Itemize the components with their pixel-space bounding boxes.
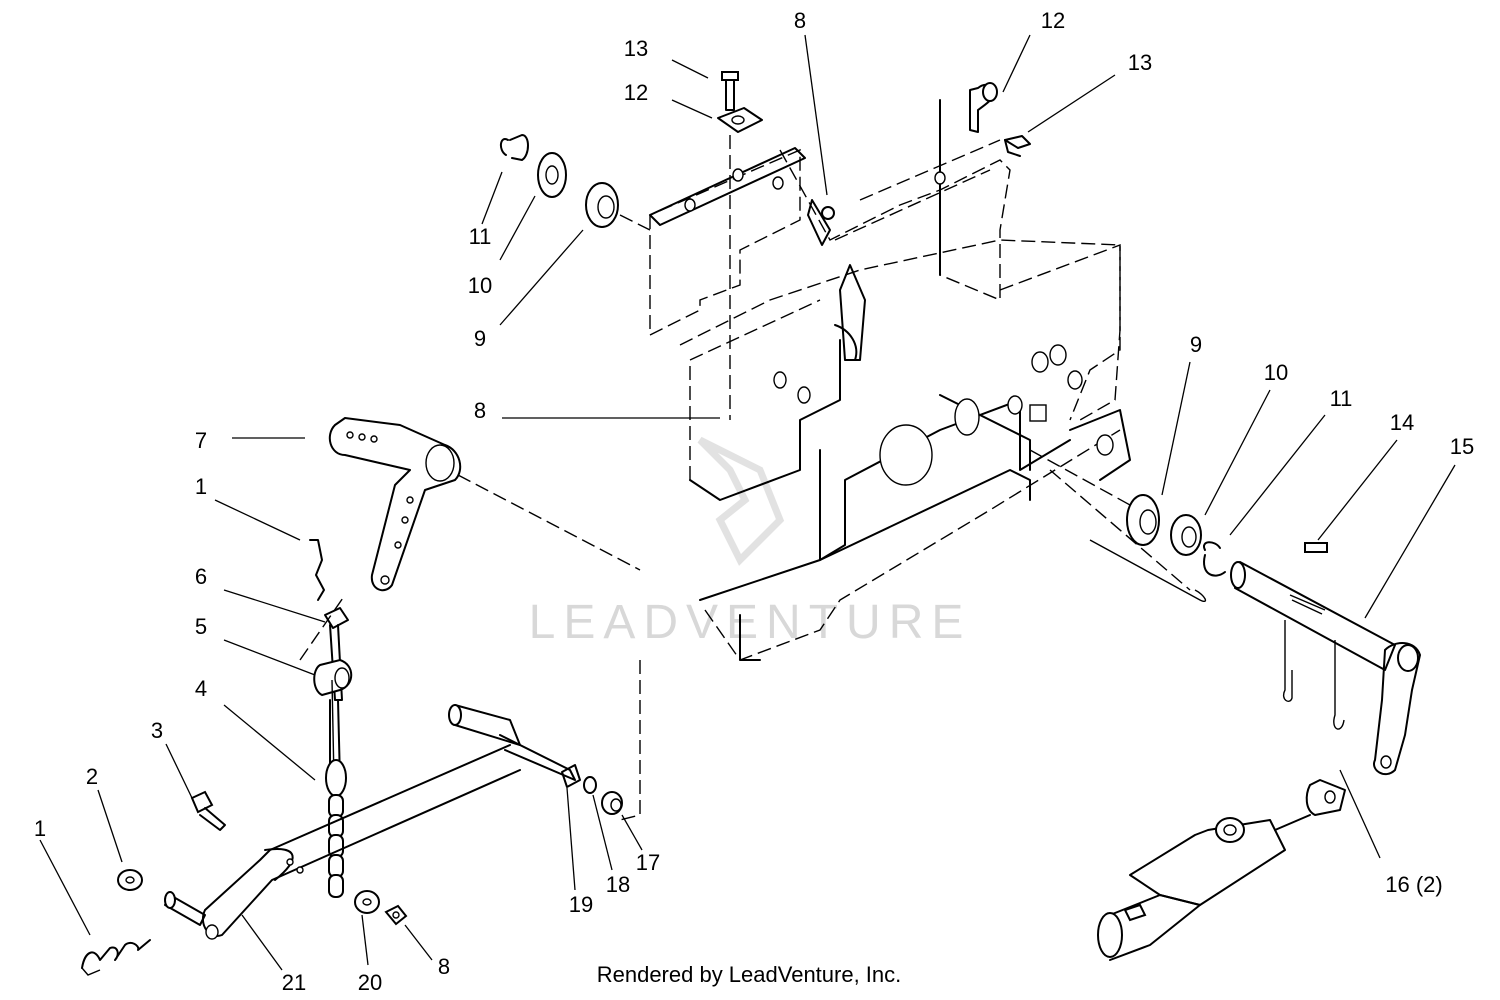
callout-2: 2	[86, 764, 98, 789]
callout-17: 17	[636, 850, 660, 875]
callout-8-top: 8	[794, 8, 806, 33]
callout-16-qty-2: 16 (2)	[1385, 872, 1442, 897]
callout-8-lower: 8	[438, 954, 450, 979]
callout-3: 3	[151, 718, 163, 743]
right-bushings-17-19	[561, 764, 623, 815]
callout-1-upper: 1	[195, 474, 207, 499]
callout-4: 4	[195, 676, 207, 701]
top-right-clamp	[969, 82, 1031, 157]
lower-hardware	[117, 790, 408, 926]
frame-assembly	[649, 99, 1131, 661]
leader-lines	[39, 34, 1456, 971]
leadventure-watermark-logo	[697, 436, 785, 566]
top-left-clamp	[717, 71, 763, 420]
callout-19: 19	[569, 892, 593, 917]
callout-12-top-left: 12	[624, 80, 648, 105]
callout-9-right: 9	[1190, 332, 1202, 357]
callout-labels: 13 12 8 12 13 11 10 9 8 7 1 6 5 4 3 2 1 …	[34, 8, 1474, 995]
callout-14: 14	[1390, 410, 1414, 435]
upper-nut	[807, 199, 835, 246]
callout-11-right: 11	[1330, 386, 1353, 411]
callout-12-top-right: 12	[1041, 8, 1065, 33]
callout-13-top-left: 13	[624, 36, 648, 61]
callout-18: 18	[606, 872, 630, 897]
callout-10-right: 10	[1264, 360, 1288, 385]
pedal-rod-assembly-21	[164, 704, 576, 940]
hydraulic-cylinder	[1097, 779, 1346, 961]
right-washers-and-shaft	[1029, 449, 1396, 671]
lever-arm-7	[328, 417, 641, 821]
callout-11-left: 11	[469, 224, 492, 249]
hairpin-clips-16	[1283, 620, 1345, 730]
callout-20: 20	[358, 970, 382, 995]
render-credit: Rendered by LeadVenture, Inc.	[596, 962, 902, 987]
upper-pin-and-block	[299, 539, 353, 781]
chain-4	[325, 699, 347, 898]
callout-10-left: 10	[468, 273, 492, 298]
callout-6: 6	[195, 564, 207, 589]
callout-15: 15	[1450, 434, 1474, 459]
callout-9-left: 9	[474, 326, 486, 351]
lower-hitch-pin-1	[81, 939, 151, 976]
callout-1-lower: 1	[34, 816, 46, 841]
watermark-text: LEADVENTURE	[529, 596, 972, 649]
callout-21: 21	[282, 970, 306, 995]
callout-8-middle: 8	[474, 398, 486, 423]
top-left-washers	[500, 134, 651, 231]
callout-7: 7	[195, 428, 207, 453]
callout-5: 5	[195, 614, 207, 639]
linkage-arm-15	[1373, 642, 1421, 776]
callout-13-top-right: 13	[1128, 50, 1152, 75]
